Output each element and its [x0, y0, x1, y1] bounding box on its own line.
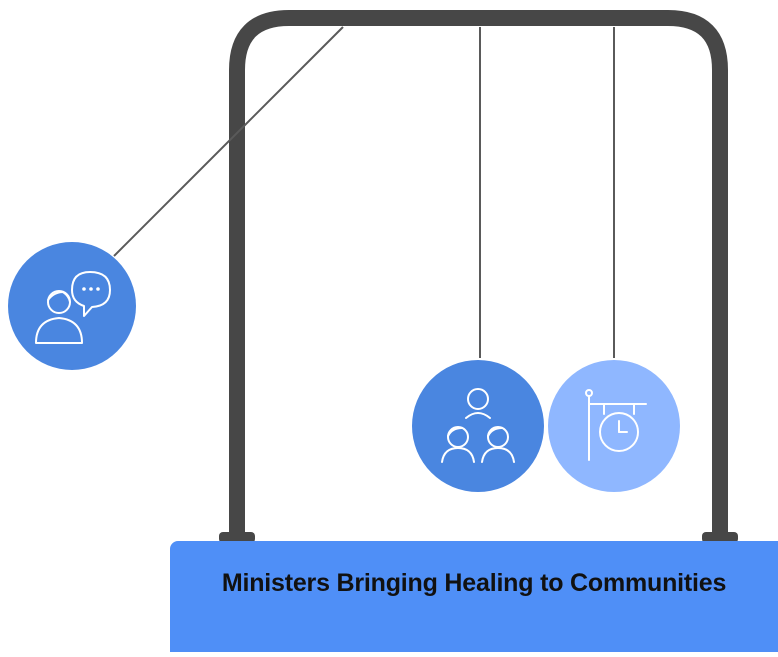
diagram-title: Ministers Bringing Healing to Communitie…	[221, 569, 727, 597]
frame-foot-right	[702, 532, 738, 543]
cradle-base: Ministers Bringing Healing to Communitie…	[170, 541, 778, 652]
hanging-clock-sign-icon	[585, 389, 647, 461]
group-community-people-icon	[441, 388, 515, 463]
ball-2	[412, 360, 544, 492]
frame-foot-left	[219, 532, 255, 543]
ball-1	[8, 242, 136, 370]
string-1	[113, 26, 344, 257]
counseling-chat-person-icon	[35, 271, 111, 344]
ball-3	[548, 360, 680, 492]
cradle-frame	[229, 10, 728, 536]
